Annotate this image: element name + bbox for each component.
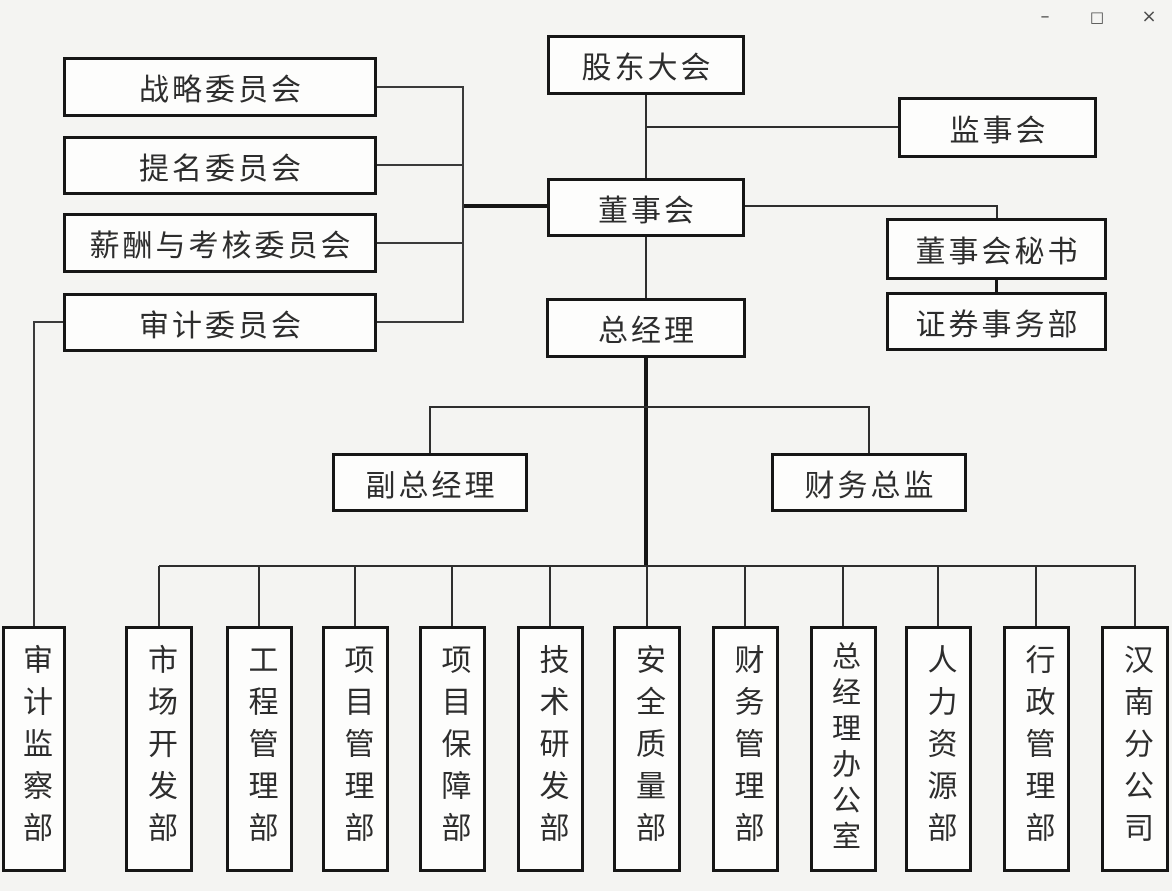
node-finance-director[interactable]: 财务总监 xyxy=(771,453,967,512)
connector-secretary-securities xyxy=(995,279,998,293)
stub-dept-5 xyxy=(451,566,453,626)
dept-human-resources[interactable]: 人力资源部 xyxy=(905,626,972,872)
connector-remuneration xyxy=(377,242,463,244)
connector-supervisory xyxy=(646,126,898,128)
committee-bus xyxy=(462,86,464,323)
minimize-icon[interactable]: – xyxy=(1040,6,1050,27)
dept-safety-quality[interactable]: 安全质量部 xyxy=(613,626,681,872)
maximize-icon[interactable]: □ xyxy=(1089,7,1105,26)
node-securities-affairs-dept[interactable]: 证券事务部 xyxy=(886,292,1107,351)
dept-audit-supervision[interactable]: 审计监察部 xyxy=(2,626,66,872)
node-label: 副总经理 xyxy=(365,469,498,503)
dept-project-support[interactable]: 项目保障部 xyxy=(419,626,486,872)
node-nomination-committee[interactable]: 提名委员会 xyxy=(63,136,377,195)
stub-dept-4 xyxy=(354,566,356,626)
dept-administration[interactable]: 行政管理部 xyxy=(1003,626,1070,872)
node-label: 证券事务部 xyxy=(915,308,1081,342)
node-supervisory-board[interactable]: 监事会 xyxy=(898,97,1097,158)
stub-dept-2 xyxy=(158,566,160,626)
connector-deputy-branch xyxy=(430,406,870,408)
node-general-manager[interactable]: 总经理 xyxy=(546,298,746,358)
connector-deputy-drop xyxy=(429,406,431,454)
connector-nomination xyxy=(377,164,463,166)
dept-gm-office[interactable]: 总经理办公室 xyxy=(810,626,877,872)
node-deputy-general-manager[interactable]: 副总经理 xyxy=(332,453,528,512)
node-board-secretary[interactable]: 董事会秘书 xyxy=(886,218,1107,280)
dept-market-development[interactable]: 市场开发部 xyxy=(125,626,193,872)
node-remuneration-appraisal-committee[interactable]: 薪酬与考核委员会 xyxy=(63,213,377,273)
node-label: 总经理 xyxy=(598,315,697,348)
node-label: 审计委员会 xyxy=(139,309,304,343)
node-label: 薪酬与考核委员会 xyxy=(89,230,354,263)
gm-trunk xyxy=(644,357,648,567)
connector-shareholders-board xyxy=(645,95,647,178)
stub-dept-9 xyxy=(842,566,844,626)
node-strategy-committee[interactable]: 战略委员会 xyxy=(63,57,377,117)
connector-secretary-drop xyxy=(996,205,998,219)
connector-board-committees xyxy=(463,204,547,208)
window-controls: – □ × xyxy=(1034,4,1160,30)
close-icon[interactable]: × xyxy=(1141,6,1157,27)
node-label: 董事会 xyxy=(598,194,697,228)
node-label: 提名委员会 xyxy=(139,152,304,186)
connector-auditdept-v xyxy=(33,321,35,626)
node-label: 股东大会 xyxy=(581,52,714,85)
connector-board-gm xyxy=(645,237,647,299)
stub-dept-6 xyxy=(549,566,551,626)
connector-board-secretary xyxy=(745,205,998,207)
stub-dept-7 xyxy=(646,566,648,626)
stub-dept-11 xyxy=(1035,566,1037,626)
connector-auditdept-h xyxy=(33,321,63,323)
connector-audit xyxy=(377,321,463,323)
dept-project-management[interactable]: 项目管理部 xyxy=(322,626,389,872)
dept-technology-rnd[interactable]: 技术研发部 xyxy=(517,626,584,872)
node-board-of-directors[interactable]: 董事会 xyxy=(547,178,745,237)
node-label: 董事会秘书 xyxy=(915,236,1081,269)
stub-dept-8 xyxy=(744,566,746,626)
dept-finance-management[interactable]: 财务管理部 xyxy=(712,626,779,872)
dept-engineering-management[interactable]: 工程管理部 xyxy=(226,626,293,872)
node-audit-committee[interactable]: 审计委员会 xyxy=(63,293,377,352)
node-shareholders-meeting[interactable]: 股东大会 xyxy=(547,35,745,95)
stub-dept-12 xyxy=(1134,566,1136,626)
connector-strategy xyxy=(377,86,463,88)
node-label: 战略委员会 xyxy=(139,74,304,107)
dept-hannan-branch[interactable]: 汉南分公司 xyxy=(1101,626,1169,872)
node-label: 监事会 xyxy=(949,114,1049,148)
node-label: 财务总监 xyxy=(804,469,937,503)
stub-dept-3 xyxy=(258,566,260,626)
stub-dept-10 xyxy=(937,566,939,626)
connector-cfo-drop xyxy=(868,406,870,454)
